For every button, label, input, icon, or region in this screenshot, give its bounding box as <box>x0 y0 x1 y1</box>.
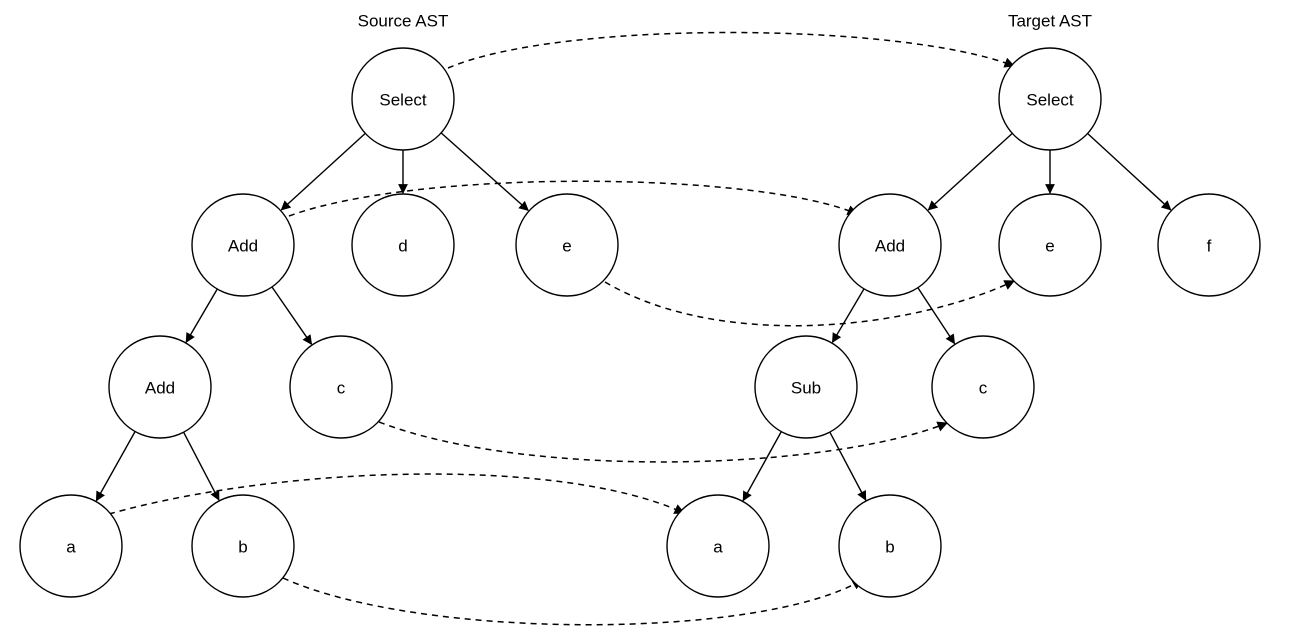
tree-edge-t-add2-to-t-c <box>917 287 956 345</box>
ast-node-t-a[interactable]: a <box>666 494 770 598</box>
ast-node-s-add3[interactable]: Add <box>108 335 212 439</box>
ast-node-t-add2[interactable]: Add <box>838 193 942 297</box>
node-label-s-b: b <box>238 538 247 557</box>
ast-node-s-b[interactable]: b <box>191 494 295 598</box>
node-circle-s-a[interactable] <box>19 494 123 598</box>
node-circle-s-select[interactable] <box>351 47 455 151</box>
tree-edge-t-select-to-t-add2 <box>927 132 1013 211</box>
node-circle-s-b[interactable] <box>191 494 295 598</box>
node-circle-t-a[interactable] <box>666 494 770 598</box>
node-label-t-a: a <box>713 538 723 557</box>
node-circle-t-select[interactable] <box>998 47 1102 151</box>
node-circle-t-b[interactable] <box>838 494 942 598</box>
node-circle-t-c[interactable] <box>931 335 1035 439</box>
node-label-s-c: c <box>337 379 346 398</box>
tree-edge-t-add2-to-t-sub <box>831 288 865 344</box>
ast-node-t-e[interactable]: e <box>998 193 1102 297</box>
ast-node-s-select[interactable]: Select <box>351 47 455 151</box>
mapping-edge-s-add2-to-t-add2 <box>288 180 858 217</box>
mapping-edge-s-b-to-t-b <box>282 577 863 626</box>
ast-node-s-e[interactable]: e <box>515 193 619 297</box>
mapping-edge-s-c-to-t-c <box>378 421 948 463</box>
ast-node-t-sub[interactable]: Sub <box>754 335 858 439</box>
ast-node-s-a[interactable]: a <box>19 494 123 598</box>
mapping-edges-layer <box>108 31 1015 626</box>
mapping-edge-s-select-to-t-select <box>447 31 1015 69</box>
ast-node-s-d[interactable]: d <box>351 193 455 297</box>
tree-edge-s-add2-to-s-add3 <box>185 288 218 343</box>
target-ast-caption: Target AST <box>1008 12 1092 31</box>
ast-node-s-c[interactable]: c <box>289 335 393 439</box>
node-label-t-b: b <box>885 538 894 557</box>
tree-edge-t-sub-to-t-b <box>829 431 867 501</box>
node-label-t-f: f <box>1207 237 1212 256</box>
source-ast-caption: Source AST <box>358 12 449 31</box>
node-label-t-e: e <box>1045 237 1054 256</box>
node-label-s-d: d <box>398 237 407 256</box>
mapping-edge-s-e-to-t-e <box>604 280 1015 327</box>
tree-edge-s-add3-to-s-b <box>182 431 220 501</box>
node-circle-t-f[interactable] <box>1157 193 1261 297</box>
node-label-s-select: Select <box>379 91 427 110</box>
node-circle-s-e[interactable] <box>515 193 619 297</box>
tree-edge-t-select-to-t-f <box>1087 132 1172 211</box>
tree-edge-s-add2-to-s-c <box>271 286 313 346</box>
node-label-t-sub: Sub <box>791 379 821 398</box>
node-circle-s-d[interactable] <box>351 193 455 297</box>
node-circle-t-sub[interactable] <box>754 335 858 439</box>
node-label-t-select: Select <box>1026 91 1074 110</box>
tree-edge-s-select-to-s-add2 <box>280 132 366 211</box>
node-circle-s-add2[interactable] <box>191 193 295 297</box>
ast-node-t-f[interactable]: f <box>1157 193 1261 297</box>
node-circle-t-add2[interactable] <box>838 193 942 297</box>
ast-node-t-b[interactable]: b <box>838 494 942 598</box>
node-circle-s-c[interactable] <box>289 335 393 439</box>
mapping-edge-s-a-to-t-a <box>108 473 685 515</box>
node-circle-t-e[interactable] <box>998 193 1102 297</box>
ast-node-t-c[interactable]: c <box>931 335 1035 439</box>
node-label-s-e: e <box>562 237 571 256</box>
node-label-s-add2: Add <box>228 237 258 256</box>
node-label-t-c: c <box>979 379 988 398</box>
tree-edge-s-select-to-s-e <box>440 132 529 212</box>
tree-edge-t-sub-to-t-a <box>742 431 782 502</box>
tree-edge-s-add3-to-s-a <box>95 431 136 502</box>
ast-node-s-add2[interactable]: Add <box>191 193 295 297</box>
ast-node-t-select[interactable]: Select <box>998 47 1102 151</box>
node-label-s-a: a <box>66 538 76 557</box>
node-circle-s-add3[interactable] <box>108 335 212 439</box>
node-label-s-add3: Add <box>145 379 175 398</box>
node-label-t-add2: Add <box>875 237 905 256</box>
tree-edges-layer <box>95 132 1172 502</box>
